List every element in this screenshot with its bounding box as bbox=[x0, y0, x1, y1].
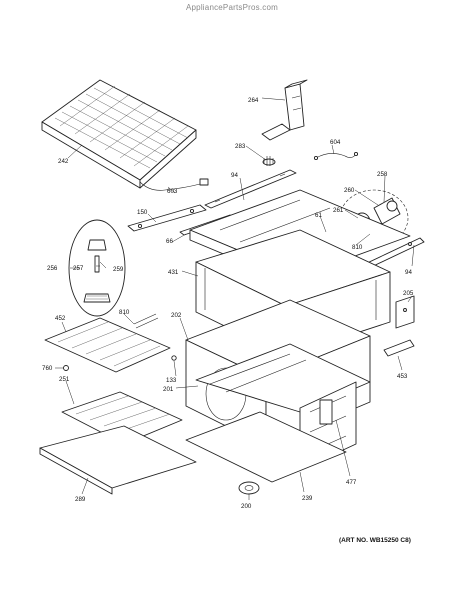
site-watermark: AppliancePartsPros.com bbox=[186, 3, 278, 12]
callout-66: 66 bbox=[166, 238, 173, 245]
callout-264: 264 bbox=[248, 97, 259, 104]
callout-251: 251 bbox=[59, 376, 70, 383]
callout-260: 260 bbox=[344, 187, 355, 194]
part-133-clip[interactable] bbox=[171, 355, 177, 361]
callout-810-left: 810 bbox=[119, 309, 130, 316]
art-number: (ART NO. WB15250 C8) bbox=[339, 537, 411, 544]
callout-261: 261 bbox=[333, 207, 344, 214]
part-453-bracket[interactable] bbox=[383, 339, 415, 357]
callout-94-right: 94 bbox=[405, 269, 412, 276]
callout-453: 453 bbox=[397, 373, 408, 380]
callout-477: 477 bbox=[346, 479, 357, 486]
callout-810-top: 810 bbox=[352, 244, 363, 251]
callout-256: 256 bbox=[47, 265, 58, 272]
part-150-bracket[interactable] bbox=[127, 204, 207, 232]
callout-150: 150 bbox=[137, 209, 148, 216]
part-94-rail-upper[interactable] bbox=[204, 169, 297, 209]
part-256-igniter-group[interactable] bbox=[68, 219, 126, 317]
callout-201: 201 bbox=[163, 386, 174, 393]
callout-242: 242 bbox=[58, 158, 69, 165]
callout-205: 205 bbox=[403, 290, 414, 297]
part-760-screw[interactable] bbox=[63, 365, 69, 371]
callout-61: 61 bbox=[315, 212, 322, 219]
part-205-bracket[interactable] bbox=[395, 295, 415, 329]
callout-239: 239 bbox=[302, 495, 313, 502]
callout-283: 283 bbox=[235, 143, 246, 150]
part-239-floor[interactable] bbox=[185, 411, 347, 483]
callout-200: 200 bbox=[241, 503, 252, 510]
callout-202: 202 bbox=[171, 312, 182, 319]
part-264-vent-duct[interactable] bbox=[261, 79, 308, 141]
callout-258: 258 bbox=[377, 171, 388, 178]
callout-94-upper: 94 bbox=[231, 172, 238, 179]
part-283-sensor[interactable] bbox=[262, 156, 276, 166]
leader-lines bbox=[55, 97, 415, 500]
part-242-rack[interactable] bbox=[41, 79, 197, 189]
callout-289: 289 bbox=[75, 496, 86, 503]
part-452-broil-element[interactable] bbox=[44, 313, 171, 373]
callout-760: 760 bbox=[42, 365, 53, 372]
part-604-wire[interactable] bbox=[313, 151, 359, 161]
callout-259: 259 bbox=[113, 266, 124, 273]
callout-603: 603 bbox=[167, 188, 178, 195]
callout-133: 133 bbox=[166, 377, 177, 384]
part-603-wire[interactable] bbox=[139, 178, 209, 191]
callout-431: 431 bbox=[168, 269, 179, 276]
callout-452: 452 bbox=[55, 315, 66, 322]
callout-257: 257 bbox=[73, 265, 84, 272]
callout-604: 604 bbox=[330, 139, 341, 146]
callout-labels: 242 264 283 604 603 94 258 260 261 61 81… bbox=[42, 97, 414, 510]
part-200-round[interactable] bbox=[238, 481, 260, 495]
part-289-bottom-panel[interactable] bbox=[39, 425, 197, 495]
part-201-frame[interactable] bbox=[195, 343, 371, 413]
part-260-knob[interactable] bbox=[373, 197, 401, 225]
